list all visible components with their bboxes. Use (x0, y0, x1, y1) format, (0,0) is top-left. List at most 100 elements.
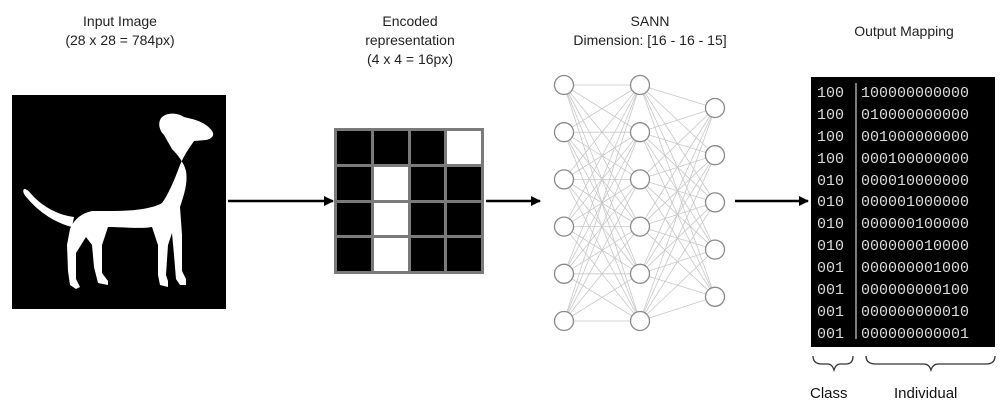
grid-cell-0-3 (447, 131, 481, 164)
mapping-individual-code: 000100000000 (861, 150, 970, 168)
network-node-layer2-6 (629, 310, 651, 332)
class-brace-icon (812, 355, 854, 373)
grid-cell-0-1 (373, 131, 408, 164)
class-label: Class (810, 385, 848, 402)
output-caption: Output Mapping (815, 22, 993, 41)
network-edge (639, 107, 716, 133)
grid-cell-3-0 (337, 238, 371, 271)
network-node-layer1-2 (553, 122, 575, 143)
mapping-class-code: 001 (817, 260, 845, 278)
network-node-layer3-5 (704, 286, 726, 307)
mapping-class-code: 001 (817, 282, 845, 300)
mapping-class-code: 100 (817, 85, 845, 102)
network-edge (639, 296, 716, 322)
network-node-layer1-4 (553, 216, 575, 237)
mapping-class-code: 001 (817, 325, 845, 343)
mapping-individual-code: 000000001000 (861, 260, 970, 278)
mapping-class-code: 001 (817, 303, 845, 321)
encoded-caption-subtitle: representation (365, 32, 455, 48)
network-edge (639, 202, 716, 322)
grid-cell-1-1 (373, 166, 408, 200)
network-edges (563, 84, 716, 322)
mapping-individual-code: 000000000001 (861, 325, 970, 343)
network-edge (563, 84, 641, 133)
network-edge (639, 84, 716, 109)
encoded-caption: Encoded representation (4 x 4 = 16px) (330, 12, 490, 69)
grid-cell-3-1 (373, 238, 408, 271)
mapping-individual-code: 100000000000 (861, 85, 970, 102)
network-node-layer2-1 (629, 74, 651, 96)
network-edge (639, 107, 716, 227)
mapping-row: 001 000000000010 (811, 302, 995, 324)
encoded-caption-title: Encoded (382, 13, 438, 29)
sann-caption: SANN Dimension: [16 - 16 - 15] (545, 12, 755, 50)
network-node-layer1-3 (553, 169, 575, 190)
mapping-row: 100 001000000000 (811, 127, 995, 149)
network-node-layer3-4 (704, 239, 726, 260)
network-edge (563, 226, 641, 322)
grid-cell-1-0 (337, 166, 371, 200)
network-node-layer3-1 (704, 97, 726, 119)
grid-cell-1-3 (447, 166, 481, 200)
network-node-layer1-1 (553, 74, 575, 96)
mapping-class-code: 010 (817, 194, 845, 212)
individual-brace-icon (865, 355, 996, 373)
mapping-class-code: 010 (817, 238, 845, 256)
grid-cell-2-2 (410, 202, 445, 236)
grid-cell-2-0 (337, 202, 371, 236)
input-caption: Input Image (28 x 28 = 784px) (40, 12, 200, 50)
mapping-class-code: 010 (817, 172, 845, 190)
network-edge (639, 155, 716, 322)
grid-cell-1-2 (410, 166, 445, 200)
network-edge (563, 84, 641, 180)
input-caption-size: (28 x 28 = 784px) (65, 32, 175, 48)
network-edge (563, 132, 641, 322)
network-edge (563, 84, 641, 322)
network-nodes (553, 74, 726, 332)
network-node-layer2-5 (629, 263, 651, 284)
encoded-grid (334, 128, 484, 274)
output-caption-title: Output Mapping (854, 23, 954, 39)
network-edge (563, 84, 641, 227)
network-edge (639, 107, 716, 274)
network-node-layer2-2 (629, 122, 651, 143)
mapping-individual-code: 000000100000 (861, 216, 970, 234)
mapping-individual-code: 000000000100 (861, 282, 970, 300)
network-node-layer1-5 (553, 263, 575, 284)
mapping-individual-code: 000000000010 (861, 303, 970, 321)
network-edge (563, 273, 641, 322)
network-node-layer3-3 (704, 192, 726, 213)
mapping-class-code: 100 (817, 128, 845, 146)
mapping-row: 100 000100000000 (811, 149, 995, 171)
sann-caption-dimension: Dimension: [16 - 16 - 15] (573, 32, 727, 48)
network-node-layer1-6 (553, 310, 575, 332)
input-image (12, 95, 226, 309)
mapping-individual-code: 000010000000 (861, 172, 970, 190)
grid-cell-3-2 (410, 238, 445, 271)
network-edge (639, 107, 716, 322)
mapping-row: 001 000000000100 (811, 280, 995, 302)
mapping-individual-code: 010000000000 (861, 106, 970, 124)
mapping-class-code: 100 (817, 150, 845, 168)
network-node-layer2-3 (629, 169, 651, 190)
grid-cell-2-3 (447, 202, 481, 236)
sann-caption-title: SANN (630, 13, 670, 29)
encoded-caption-size: (4 x 4 = 16px) (367, 51, 453, 67)
mapping-row: 001 000000001000 (811, 258, 995, 280)
network-edge (639, 107, 716, 180)
grid-cell-0-0 (337, 131, 371, 164)
dog-silhouette-icon (23, 113, 214, 289)
network-node-layer3-2 (704, 145, 726, 166)
mapping-row: 001 000000000001 (811, 324, 995, 346)
mapping-individual-code: 001000000000 (861, 128, 970, 146)
mapping-divider (855, 83, 857, 339)
network-edge (639, 249, 716, 322)
mapping-individual-code: 000000010000 (861, 238, 970, 256)
grid-cell-0-2 (410, 131, 445, 164)
